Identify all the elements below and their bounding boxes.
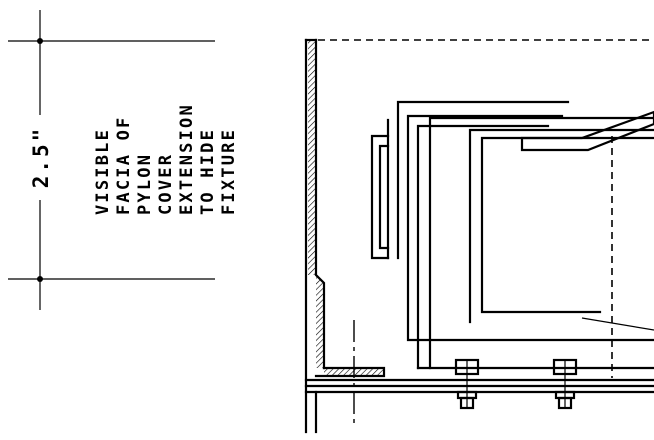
lamp-clip — [520, 110, 654, 152]
note-line-7: FIXTURE — [219, 128, 239, 215]
lamp-reflector — [581, 317, 654, 331]
facia-wall — [304, 38, 654, 434]
housing-outer — [396, 100, 570, 260]
facia-outline-inner — [314, 38, 326, 370]
dimension-value: 2.5" — [29, 126, 53, 189]
note-line-1: VISIBLE — [93, 128, 113, 215]
clip-outer — [370, 134, 390, 260]
facia-hatch-lower — [316, 275, 324, 368]
note-line-5: EXTENSION — [177, 103, 197, 215]
note-line-2: FACIA OF — [114, 116, 134, 215]
bolt-left — [454, 358, 480, 410]
dimension-tick-bottom — [37, 276, 43, 282]
clip-bracket — [370, 118, 390, 260]
bolt-right — [552, 358, 578, 410]
note-line-4: COVER — [156, 153, 176, 215]
channel-web — [468, 128, 654, 324]
base-plate — [304, 320, 654, 434]
channel-outer — [428, 116, 654, 370]
note-line-6: TO HIDE — [198, 128, 218, 215]
channel-inner — [480, 136, 654, 314]
housing-mid — [406, 114, 654, 342]
note-line-3: PYLON — [135, 153, 155, 215]
note-text: VISIBLE FACIA OF PYLON COVER EXTENSION T… — [93, 103, 239, 215]
fixture-housing — [396, 100, 654, 378]
facia-hatch-upper — [308, 40, 316, 275]
dimension-tick-top — [37, 38, 43, 44]
housing-inner — [416, 124, 550, 370]
dimension-group: 2.5" — [8, 10, 215, 310]
clip-inner — [378, 144, 390, 250]
